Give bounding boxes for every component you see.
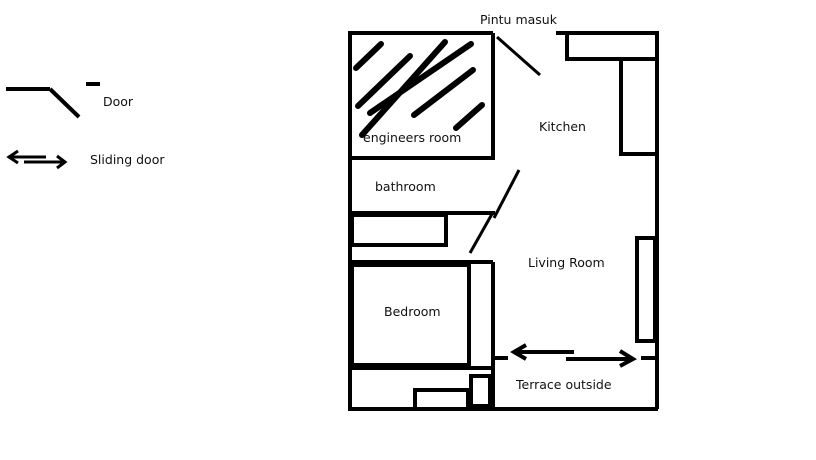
terrace-sliding-door — [510, 343, 638, 368]
terrace-label: Terrace outside — [515, 377, 612, 392]
door-legend-label: Door — [103, 94, 134, 109]
engineers-room — [350, 33, 495, 160]
kitchen-label: Kitchen — [539, 119, 586, 134]
outer-walls — [348, 31, 659, 411]
engineers-room-hatching — [353, 39, 485, 138]
kitchen-counters — [565, 31, 659, 156]
living-room-cabinet — [635, 236, 657, 343]
bathroom-label: bathroom — [375, 179, 436, 194]
legend — [6, 82, 100, 170]
bathroom-door — [492, 169, 521, 219]
bathroom — [350, 211, 495, 247]
engineers-room-label: engineers room — [363, 130, 461, 145]
entrance-door — [496, 35, 541, 77]
door-legend-icon — [6, 82, 100, 119]
living-room-label: Living Room — [528, 255, 605, 270]
bedroom-label: Bedroom — [384, 304, 441, 319]
entrance-label: Pintu masuk — [480, 12, 558, 27]
sliding-door-legend-label: Sliding door — [90, 152, 165, 167]
bedroom-door — [468, 213, 494, 254]
bedroom — [350, 260, 495, 411]
sliding-door-legend-icon — [6, 149, 68, 170]
